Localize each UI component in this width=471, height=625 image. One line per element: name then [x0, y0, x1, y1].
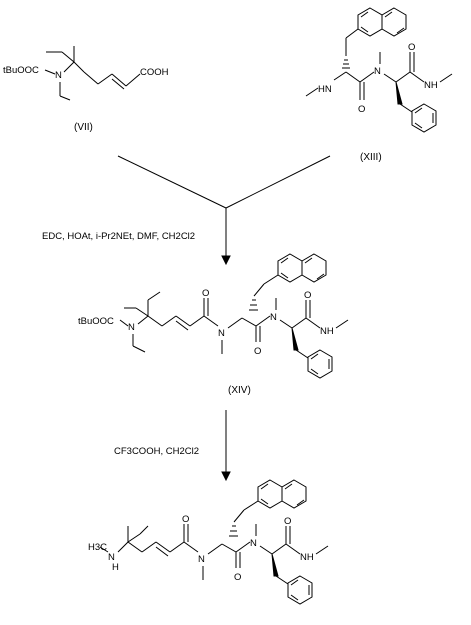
- xiv-nh-label: NH: [320, 326, 334, 337]
- xiii-n2-label: N: [374, 66, 381, 77]
- product-nh-label: N: [108, 552, 115, 563]
- xiv-o3-label: O: [304, 290, 311, 301]
- xiv-n2-label: N: [218, 328, 225, 339]
- step1-conditions: EDC, HOAt, i-Pr2NEt, DMF, CH2Cl2: [42, 231, 195, 242]
- xiv-tbuooc-label: tBuOOC: [78, 316, 114, 327]
- product-naphthalene-ring-b: [281, 479, 307, 509]
- product-h3c-label: H3C: [88, 542, 107, 553]
- product-nh2-label: NH: [300, 552, 314, 563]
- step2-conditions: CF3COOH, CH2Cl2: [114, 446, 199, 457]
- xiii-compound-label: (XIII): [360, 152, 382, 163]
- xiii-naphthalene-ring-a: [357, 7, 383, 37]
- product-phenyl-ring: [287, 575, 313, 605]
- product-n3-label: N: [250, 538, 257, 549]
- product-o1-label: O: [182, 514, 189, 525]
- reaction-arrow-2: [221, 410, 231, 482]
- product-o3-label: O: [284, 516, 291, 527]
- xiv-compound-label: (XIV): [228, 385, 251, 396]
- xiv-n3-label: N: [270, 312, 277, 323]
- product-naphthalene-ring-a: [257, 479, 283, 509]
- arrow-head-1: [221, 255, 231, 266]
- xiv-o1-label: O: [202, 288, 209, 299]
- compound-vii: tBuOOC N COOH (VII): [3, 46, 169, 133]
- xiii-nh-label: HN: [318, 84, 332, 95]
- xiv-n1-label: N: [128, 322, 135, 333]
- xiv-phenyl-ring: [307, 349, 333, 379]
- compound-product: H3C N H O N O: [88, 479, 329, 605]
- xiv-naphthalene-ring-b: [301, 253, 327, 283]
- xiv-wedge-bond: [291, 327, 299, 351]
- product-wedge-bond: [271, 553, 279, 577]
- arrow-head-2: [221, 471, 231, 482]
- product-o2-label: O: [234, 572, 241, 583]
- compound-xiv: tBuOOC N O N: [78, 253, 349, 396]
- product-h-label: H: [112, 562, 119, 573]
- vii-cooh-label: COOH: [140, 67, 169, 78]
- xiii-o1-label: O: [358, 104, 365, 115]
- xiii-wedge-bond: [395, 81, 403, 105]
- xiii-naphthalene-ring-b: [381, 7, 407, 37]
- xiii-phenyl-ring: [411, 103, 437, 133]
- compound-xiii: HN O N O NH (XIII): [305, 7, 453, 163]
- vii-tbuooc-label: tBuOOC: [3, 65, 39, 76]
- product-n2-label: N: [198, 554, 205, 565]
- vii-n-label: N: [55, 70, 62, 81]
- xiv-naphthalene-ring-a: [277, 253, 303, 283]
- converging-arrow: [117, 155, 331, 266]
- vii-compound-label: (VII): [74, 122, 93, 133]
- xiii-nh2-label: NH: [424, 80, 438, 91]
- xiii-o2-label: O: [408, 42, 415, 53]
- xiv-o2-label: O: [254, 346, 261, 357]
